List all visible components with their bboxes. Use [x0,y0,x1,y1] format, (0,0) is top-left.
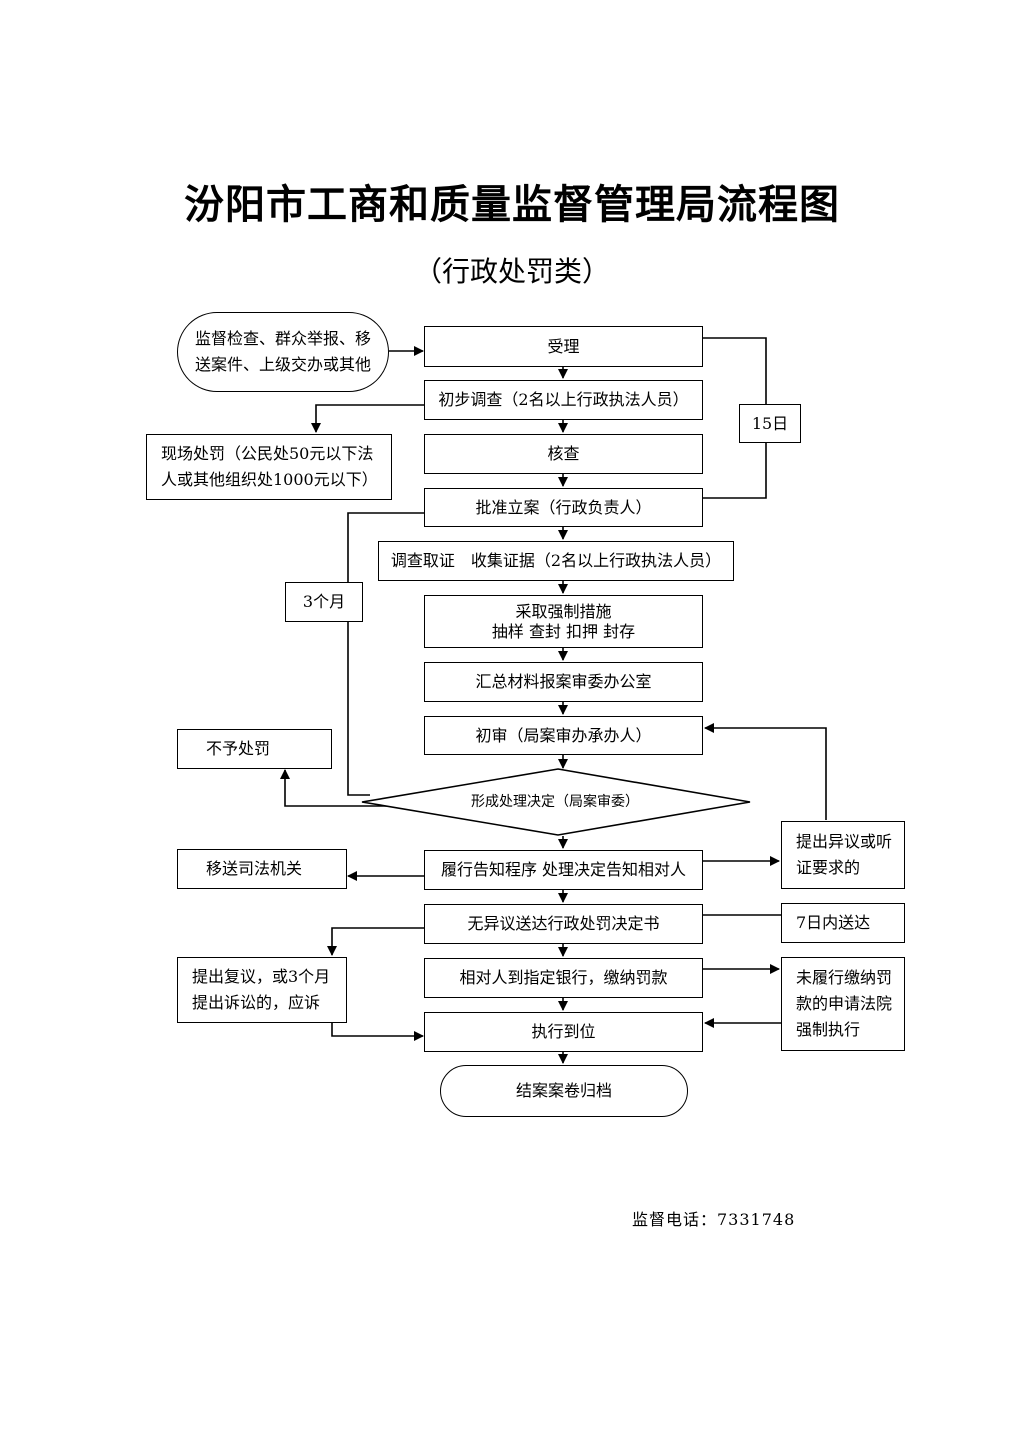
supervision-phone: 监督电话：7331748 [632,1210,796,1229]
time-label-3-months: 3个月 [285,582,363,622]
node-pay-fine: 相对人到指定银行，缴纳罚款 [424,958,703,998]
time-label-15-days: 15日 [739,404,801,443]
node-objection-hearing: 提出异议或听 证要求的 [781,821,905,889]
arrow-objection-review [704,723,827,820]
node-no-penalty: 不予处罚 [177,729,332,769]
page-title: 汾阳市工商和质量监督管理局流程图 [184,181,840,228]
node-approve-filing: 批准立案（行政负责人） [424,488,703,527]
node-deliver-decision: 无异议送达行政处罚决定书 [424,904,703,944]
node-preliminary-investigation: 初步调查（2名以上行政执法人员） [424,380,703,420]
time-label-7-days: 7日内送达 [781,903,905,943]
node-court-enforcement: 未履行缴纳罚 款的申请法院 强制执行 [781,957,905,1051]
line-3months [347,512,424,796]
node-case-source: 监督检查、群众举报、移 送案件、上级交办或其他 [177,312,389,392]
node-evidence-collection: 调查取证 收集证据（2名以上行政执法人员） [378,541,734,581]
node-initial-review: 初审（局案审办承办人） [424,716,703,755]
decision-label: 形成处理决定（局案审委） [471,794,639,810]
node-reconsideration-litigation: 提出复议，或3个月 提出诉讼的，应诉 [177,957,347,1023]
arrow-deliver-reconsider [327,927,424,956]
arrow-decision-nopenalty [280,769,388,807]
node-execution-complete: 执行到位 [424,1012,703,1052]
node-submit-summary: 汇总材料报案审委办公室 [424,662,703,702]
node-onsite-penalty: 现场处罚（公民处50元以下法 人或其他组织处1000元以下） [146,434,392,500]
node-notification: 履行告知程序 处理决定告知相对人 [424,850,703,890]
node-enforcement-measures: 采取强制措施 抽样 查封 扣押 封存 [424,595,703,648]
node-accept: 受理 [424,326,703,367]
decision-diamond [361,768,751,836]
node-verify: 核查 [424,434,703,474]
node-archive: 结案案卷归档 [440,1065,688,1117]
page-subtitle: （行政处罚类） [413,255,610,288]
node-transfer-judicial: 移送司法机关 [177,849,347,889]
arrow-reconsider-execute [331,1023,424,1041]
arrow-prelim-onsite [311,404,424,433]
